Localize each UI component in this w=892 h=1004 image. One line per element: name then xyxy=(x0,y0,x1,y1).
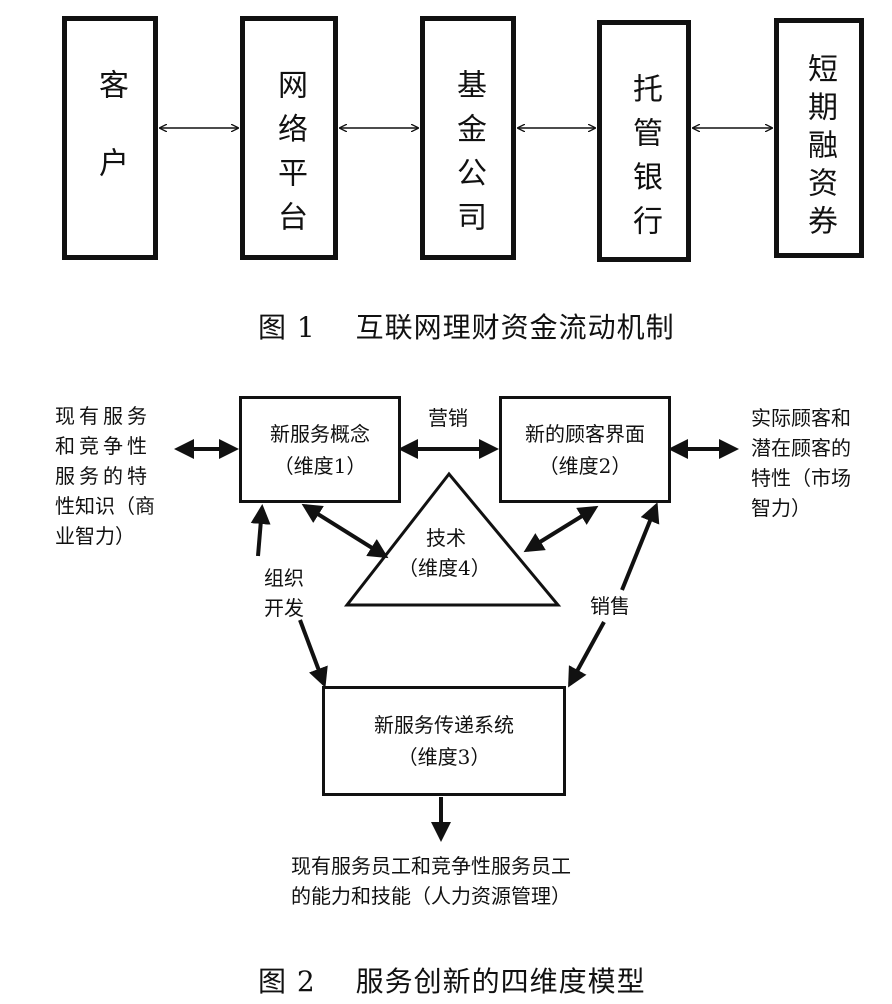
figure2-caption: 图 2 服务创新的四维度模型 xyxy=(258,960,646,1000)
box-custodian-bank-label: 托管银行 xyxy=(627,73,662,249)
dim1-tag: （维度1） xyxy=(273,453,367,478)
dim3-name: 新服务传递系统 xyxy=(374,713,514,737)
box-customer-label: 客户 xyxy=(93,69,128,225)
marketing-label: 营销 xyxy=(428,406,468,430)
box-network-platform-label: 网络平台 xyxy=(272,69,307,245)
box-customer: 客户 xyxy=(62,16,158,260)
dim2-tag: （维度2） xyxy=(538,453,632,478)
right-note-line-1: 实际顾客和 xyxy=(751,406,851,430)
dim4-name: 技术 xyxy=(426,526,466,550)
right-note-line-3: 特性（市场 xyxy=(751,466,851,490)
left-note-line-4: 性知识（商 xyxy=(55,494,155,518)
right-note-line-2: 潜在顾客的 xyxy=(751,436,851,460)
org-dev-line-2: 开发 xyxy=(264,596,304,620)
box-short-term-bills-label: 短期融资券 xyxy=(802,53,837,243)
box-fund-company: 基金公司 xyxy=(420,16,516,260)
left-note-line-2: 和竞争性 xyxy=(55,434,151,458)
box-custodian-bank: 托管银行 xyxy=(597,20,691,262)
figure2-caption-number: 图 2 xyxy=(258,965,316,998)
bottom-note-line-1: 现有服务员工和竞争性服务员工 xyxy=(291,854,571,878)
org-dev-line-1: 组织 xyxy=(264,566,304,590)
dim2-box: 新的顾客界面 （维度2） xyxy=(499,396,671,503)
figure1-caption: 图 1 互联网理财资金流动机制 xyxy=(258,306,675,346)
box-short-term-bills: 短期融资券 xyxy=(774,18,864,258)
dim1-box: 新服务概念 （维度1） xyxy=(239,396,401,503)
dim3-tag: （维度3） xyxy=(397,745,491,769)
figure2-caption-title: 服务创新的四维度模型 xyxy=(355,965,646,998)
arrow-dim1-org-upper xyxy=(250,504,271,557)
left-note-line-3: 服务的特 xyxy=(55,464,151,488)
figure1-caption-title: 互联网理财资金流动机制 xyxy=(355,311,675,344)
arrow-dim2-sales-upper xyxy=(620,502,660,591)
sales-label: 销售 xyxy=(590,594,630,618)
left-note-line-5: 业智力） xyxy=(55,524,135,548)
figure1-caption-number: 图 1 xyxy=(258,311,316,344)
arrow-org-dim3 xyxy=(298,619,328,688)
bottom-note-line-2: 的能力和技能（人力资源管理） xyxy=(291,884,571,908)
box-network-platform: 网络平台 xyxy=(240,16,338,260)
dim3-box: 新服务传递系统 （维度3） xyxy=(322,686,566,796)
arrow-dim2-tech xyxy=(523,505,599,553)
dim2-name: 新的顾客界面 xyxy=(525,421,645,446)
arrow-sales-dim3 xyxy=(568,621,606,688)
left-note-line-1: 现有服务 xyxy=(55,404,151,428)
arrow-dim1-tech xyxy=(301,503,389,559)
dim4-tag: （维度4） xyxy=(398,556,491,580)
right-note-line-4: 智力） xyxy=(751,496,811,520)
triangle-technology xyxy=(343,471,562,607)
box-fund-company-label: 基金公司 xyxy=(451,69,486,245)
dim1-name: 新服务概念 xyxy=(270,421,370,446)
